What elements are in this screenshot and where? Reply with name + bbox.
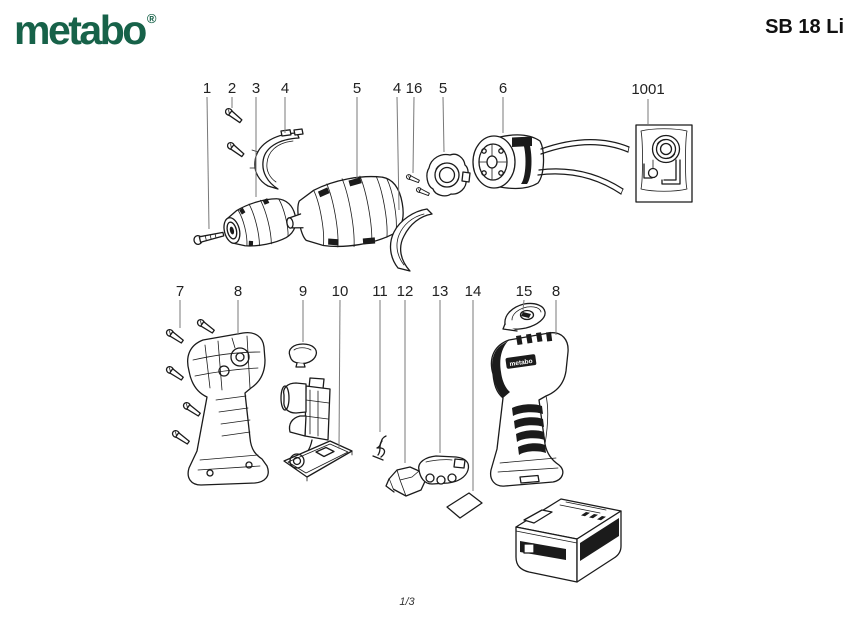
part-5-bearing-plate-drawing bbox=[426, 153, 471, 197]
part-number-callout: 9 bbox=[299, 283, 307, 300]
callout-leader-line bbox=[412, 96, 415, 174]
battery-pack-drawing bbox=[515, 498, 622, 583]
part-12-component-drawing bbox=[385, 466, 428, 497]
part-number-callout: 7 bbox=[176, 283, 184, 300]
part-number-callout: 1 bbox=[203, 80, 211, 97]
part-number-callout: 14 bbox=[465, 283, 482, 300]
callout-leader-line bbox=[442, 96, 445, 153]
part-number-callout: 15 bbox=[516, 283, 533, 300]
part-number-callout: 6 bbox=[499, 80, 507, 97]
part-10-switch-assembly-drawing bbox=[280, 377, 353, 482]
part-4-clamshell-drawing bbox=[249, 128, 304, 190]
callout-leader-line bbox=[338, 299, 341, 450]
part-number-callout: 5 bbox=[439, 80, 447, 97]
part-8-right-housing-drawing: metabo bbox=[489, 331, 569, 487]
part-number-callout: 13 bbox=[432, 283, 449, 300]
part-number-callout: 3 bbox=[252, 80, 260, 97]
metabo-logo-text: metabo bbox=[14, 7, 147, 53]
part-6-motor-drawing bbox=[472, 134, 630, 195]
part-15-belt-hook-drawing bbox=[502, 302, 546, 332]
part-number-callout: 16 bbox=[406, 80, 423, 97]
part-number-callout: 8 bbox=[234, 283, 242, 300]
part-number-callout: 12 bbox=[397, 283, 414, 300]
metabo-logo: metabo® bbox=[14, 7, 157, 53]
part-4-curved-shell-drawing bbox=[389, 208, 433, 272]
part-1-screw-drawing bbox=[193, 231, 225, 246]
part-number-callout: 11 bbox=[372, 283, 388, 300]
part-13-lamp-module-drawing bbox=[418, 455, 470, 485]
part-11-spring-clip-drawing bbox=[372, 435, 387, 461]
tool-brand-label: metabo bbox=[509, 358, 533, 368]
part-5-gearbox-drawing bbox=[286, 175, 404, 248]
callout-leader-line bbox=[206, 96, 210, 230]
inset-box-1001 bbox=[635, 124, 693, 203]
part-number-callout: 2 bbox=[228, 80, 236, 97]
part-number-callout: 4 bbox=[281, 80, 289, 97]
part-8-left-housing-drawing bbox=[187, 331, 269, 486]
part-2-screws-drawing bbox=[223, 106, 246, 159]
part-9-cap-drawing bbox=[288, 343, 318, 368]
part-16-screws-drawing bbox=[405, 173, 431, 197]
callout-leader-line bbox=[522, 299, 525, 311]
part-number-callout: 5 bbox=[353, 80, 361, 97]
part-number-callout: 1001 bbox=[631, 81, 664, 98]
model-title: SB 18 Li bbox=[765, 16, 844, 38]
page-indicator: 1/3 bbox=[399, 596, 415, 608]
part-number-callout: 8 bbox=[552, 283, 560, 300]
registered-trademark-symbol: ® bbox=[146, 11, 157, 27]
part-number-callout: 4 bbox=[393, 80, 401, 97]
part-number-callout: 10 bbox=[332, 283, 349, 300]
part-14-sticker-drawing bbox=[446, 492, 483, 519]
callout-leader-line bbox=[396, 96, 400, 211]
